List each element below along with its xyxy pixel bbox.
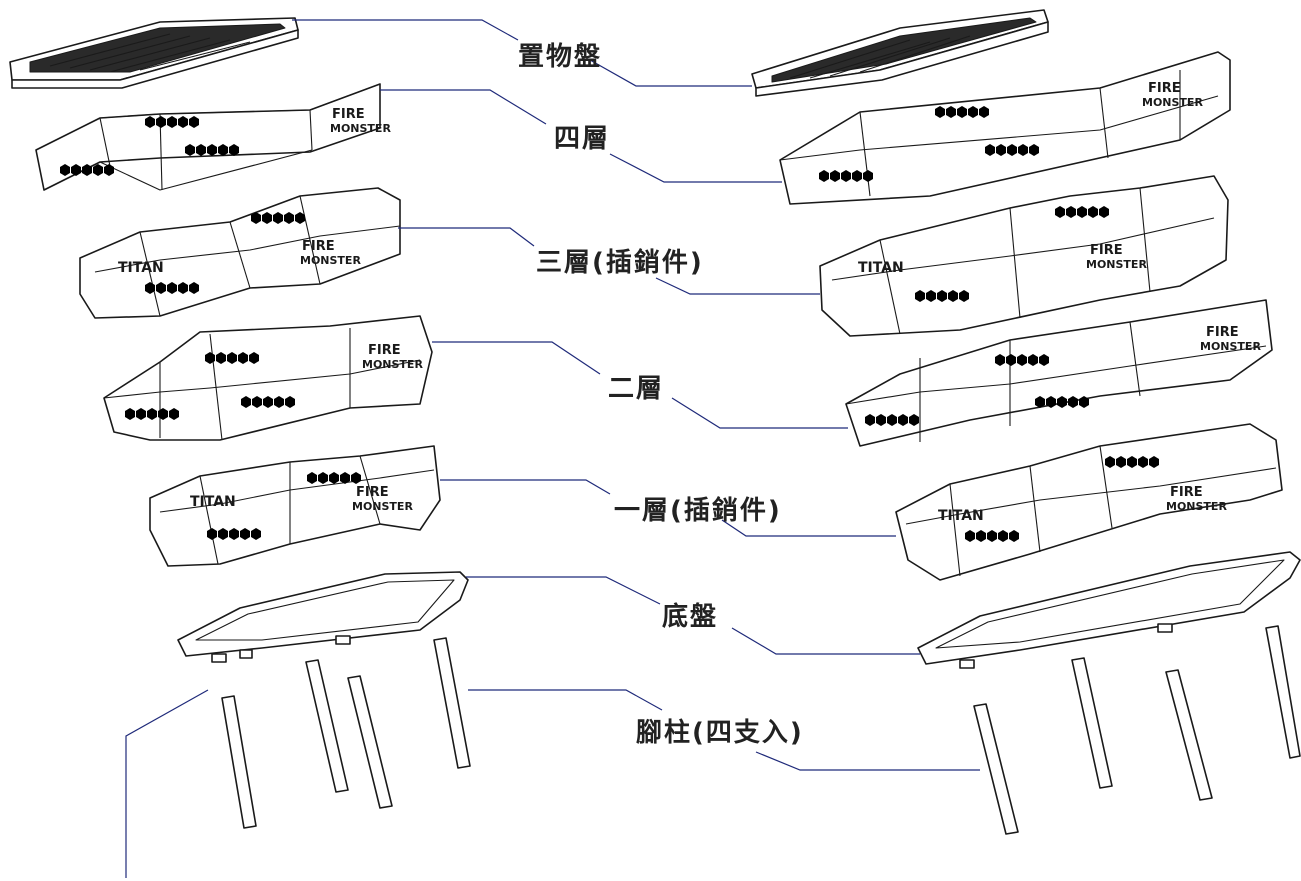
label-base: 底盤: [662, 602, 719, 632]
svg-text:FIRE: FIRE: [302, 239, 335, 254]
tray-left: [9, 17, 299, 89]
svg-text:TITAN: TITAN: [938, 508, 984, 524]
label-tray: 置物盤: [518, 42, 603, 72]
tray-right: [751, 9, 1049, 97]
leader-tray: [292, 19, 519, 41]
svg-text:TITAN: TITAN: [118, 260, 164, 276]
leader-layer3: [398, 227, 535, 247]
svg-text:FIRE: FIRE: [1206, 325, 1239, 340]
layer-two-left: FIRE MONSTER: [103, 315, 433, 441]
svg-text:MONSTER: MONSTER: [1142, 96, 1203, 109]
legs-right: [973, 625, 1301, 835]
layer-one-left: TITAN FIRE MONSTER: [149, 445, 441, 567]
svg-text:MONSTER: MONSTER: [330, 122, 391, 135]
svg-text:MONSTER: MONSTER: [1086, 258, 1147, 271]
svg-text:FIRE: FIRE: [368, 343, 401, 358]
leader-base: [466, 576, 661, 605]
legs-left: [221, 637, 471, 829]
svg-text:FIRE: FIRE: [1170, 485, 1203, 500]
base-plate-left: [177, 571, 469, 663]
svg-text:MONSTER: MONSTER: [362, 358, 423, 371]
leader-layer3-right: [655, 277, 820, 295]
svg-text:FIRE: FIRE: [1148, 81, 1181, 96]
leader-legs-right: [755, 751, 980, 771]
leader-layer4-right: [609, 153, 782, 183]
label-layer-four: 四層: [554, 124, 611, 154]
leader-tray-right: [589, 59, 752, 87]
base-plate-right: [917, 551, 1301, 669]
layer-three-right: TITAN FIRE MONSTER: [819, 175, 1229, 337]
svg-text:MONSTER: MONSTER: [300, 254, 361, 267]
svg-text:TITAN: TITAN: [190, 494, 236, 510]
leader-layer2-right: [671, 397, 848, 429]
leader-legs: [468, 689, 663, 711]
leader-base-right: [731, 627, 920, 655]
svg-text:MONSTER: MONSTER: [1166, 500, 1227, 513]
svg-text:FIRE: FIRE: [332, 107, 365, 122]
layer-three-left: TITAN FIRE MONSTER: [79, 187, 401, 319]
layer-four-left: FIRE MONSTER: [35, 83, 391, 191]
svg-text:MONSTER: MONSTER: [1200, 340, 1261, 353]
label-layer-one: 一層(插銷件): [614, 496, 782, 526]
leader-lines: [125, 19, 980, 878]
label-layer-two: 二層: [608, 374, 665, 404]
leader-layer2: [432, 341, 601, 375]
layer-one-right: TITAN FIRE MONSTER: [895, 423, 1283, 581]
label-legs: 腳柱(四支入): [636, 718, 804, 748]
leader-layer4: [380, 89, 547, 125]
layer-four-right: FIRE MONSTER: [779, 51, 1231, 205]
leader-left-margin: [125, 689, 209, 878]
svg-text:MONSTER: MONSTER: [352, 500, 413, 513]
layer-two-right: FIRE MONSTER: [845, 299, 1273, 447]
svg-text:FIRE: FIRE: [356, 485, 389, 500]
svg-text:TITAN: TITAN: [858, 260, 904, 276]
svg-text:FIRE: FIRE: [1090, 243, 1123, 258]
label-layer-three: 三層(插銷件): [536, 248, 704, 278]
leader-layer1: [440, 479, 611, 495]
leader-layer1-right: [721, 519, 896, 537]
